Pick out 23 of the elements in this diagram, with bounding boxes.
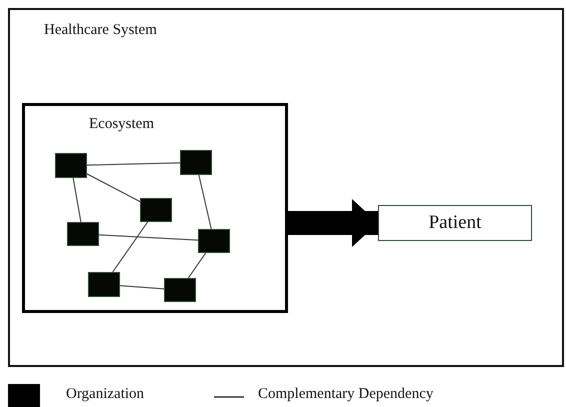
dependency-line: [86, 173, 140, 202]
dependency-line: [98, 234, 198, 241]
dependency-line: [198, 174, 212, 230]
entity-box: Patient: [378, 205, 532, 241]
dependency-line: [188, 252, 206, 278]
system-boundary: [8, 8, 564, 367]
organization-square: [180, 150, 212, 175]
group-title: Ecosystem: [89, 116, 154, 133]
organization-square: [198, 229, 230, 253]
group-title: Healthcare System: [44, 22, 157, 39]
ecosystem-box: [22, 103, 288, 313]
organization-square: [164, 278, 196, 302]
legend-label: Complementary Dependency: [258, 386, 434, 403]
block-arrow: [288, 199, 378, 247]
legend-label: Organization: [66, 386, 144, 403]
organization-square: [55, 153, 87, 178]
organization-square: [67, 222, 99, 246]
organization-square: [140, 198, 172, 222]
dependency-line: [72, 178, 82, 222]
dependency-line: [112, 222, 148, 272]
dependency-line: [120, 285, 164, 290]
dependency-line: [86, 162, 180, 166]
organization-square: [88, 272, 120, 297]
